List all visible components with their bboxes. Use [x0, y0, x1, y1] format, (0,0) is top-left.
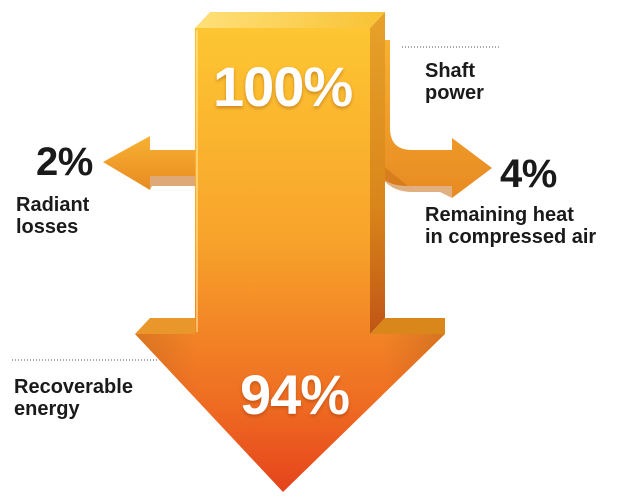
remaining-line2: in compressed air — [425, 226, 597, 249]
remaining-label: Remaining heat in compressed air — [425, 204, 596, 249]
input-percent: 100% — [213, 55, 353, 118]
radiant-label: Radiant losses — [16, 194, 89, 239]
main-arrow-side — [370, 12, 385, 334]
radiant-loss-arrow — [103, 136, 202, 190]
radiant-line2: losses — [16, 216, 79, 239]
radiant-percent: 2% — [36, 140, 93, 184]
remaining-line1: Remaining heat — [425, 204, 574, 226]
recoverable-percent: 94% — [240, 363, 350, 426]
shaft-power-line2: power — [425, 82, 484, 105]
recoverable-line1: Recoverable — [14, 376, 133, 398]
shaft-power-line1: Shaft — [425, 60, 475, 82]
remaining-percent: 4% — [500, 152, 557, 196]
recoverable-label: Recoverable energy — [14, 376, 133, 421]
recoverable-line2: energy — [14, 398, 80, 421]
radiant-line1: Radiant — [16, 194, 90, 216]
main-arrow-top — [195, 12, 385, 28]
remaining-heat-arrow — [372, 40, 492, 198]
shaft-power-label: Shaft power — [425, 60, 484, 105]
